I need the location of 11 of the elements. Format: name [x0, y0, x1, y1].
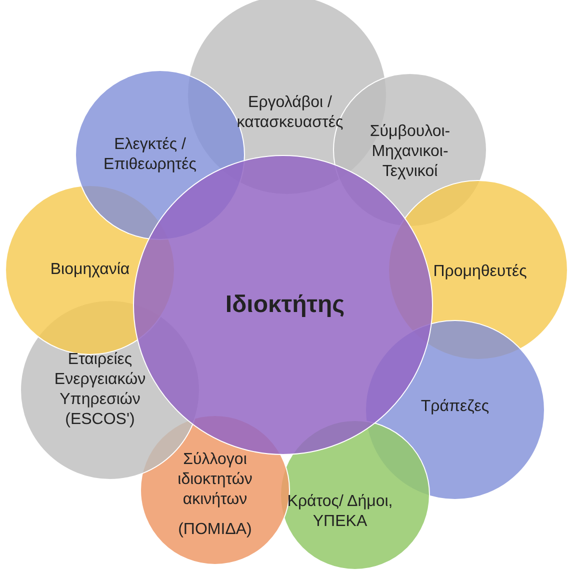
circle-label: Βιομηχανία [49, 260, 131, 280]
circle-label: Τράπεζες [420, 397, 490, 417]
circle-label: Σύλλογοι ιδιοκτητών ακινήτων [176, 450, 254, 510]
circle-label: Εργολάβοι / κατασκευαστές [236, 93, 344, 133]
center-label: Ιδιοκτήτης [224, 291, 346, 319]
circle-label: Σύμβουλοι-Μηχανικοι-Τεχνικοί [368, 122, 452, 182]
circle-label: (ΠΟΜΙΔΑ) [177, 520, 253, 540]
circle-label: Προμηθευτές [432, 262, 528, 282]
circle-label: Εταιρείες Ενεργειακών Υπηρεσιών (ESCOS') [53, 350, 147, 430]
circle-label: Ελεγκτές / Επιθεωρητές [102, 135, 198, 175]
circle-label: Κράτος/ Δήμοι, ΥΠΕΚΑ [286, 492, 394, 532]
